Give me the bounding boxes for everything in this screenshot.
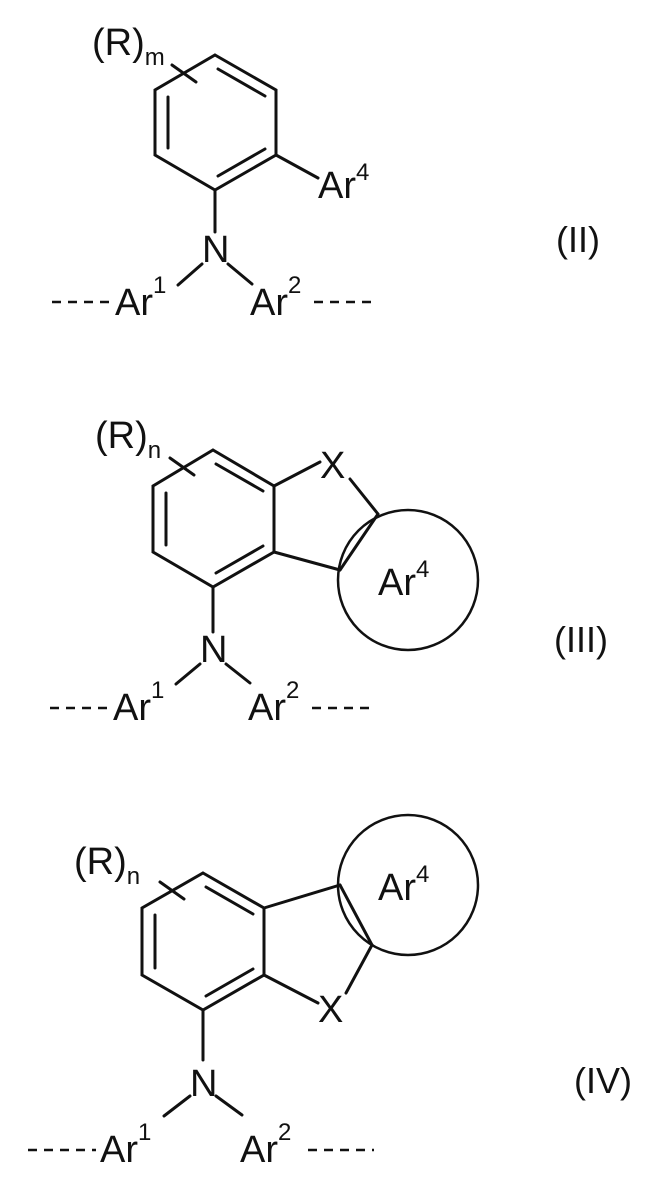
svg-text:(R)n: (R)n [95, 415, 161, 464]
structure-III: (R)n X Ar4 N Ar1 Ar2 (III) [50, 415, 608, 729]
svg-text:Ar1: Ar1 [113, 677, 164, 729]
ar1-sup: 1 [153, 272, 166, 299]
r-index: n [127, 863, 140, 890]
formula-label-IV: (IV) [574, 1060, 632, 1101]
ar4-bond [276, 155, 318, 178]
formula-label-III: (III) [554, 619, 608, 660]
ring-inner-bond [216, 546, 263, 573]
svg-text:(R)m: (R)m [92, 22, 165, 71]
ar4-label: Ar [378, 867, 416, 909]
ar4-sup: 4 [416, 556, 429, 583]
n-ar2-bond [228, 264, 252, 284]
ring-inner-bond [218, 149, 265, 176]
ar2-label: Ar [250, 282, 288, 324]
x-atom: X [320, 445, 345, 487]
ar2-sup: 2 [288, 272, 301, 299]
benzene-ring-II [155, 55, 276, 190]
x-bond [264, 975, 318, 1003]
ar2-sup: 2 [278, 1119, 291, 1146]
ar1-sup: 1 [151, 677, 164, 704]
r-substituent: (R) [92, 22, 145, 64]
ar4-label: Ar [378, 562, 416, 604]
n-ar1-bond [178, 264, 202, 285]
svg-text:Ar4: Ar4 [378, 861, 429, 909]
r-index: m [145, 44, 165, 71]
formula-label-II: (II) [556, 219, 600, 260]
benzene-ring-III [153, 450, 274, 587]
structure-II: (R)m Ar4 N Ar1 Ar2 (II) [52, 22, 600, 324]
ar4-sup: 4 [416, 861, 429, 888]
n-atom: N [202, 229, 229, 271]
ar4-label: Ar [318, 165, 356, 207]
r-index: n [148, 437, 161, 464]
svg-text:Ar2: Ar2 [248, 677, 299, 729]
x-atom: X [318, 989, 343, 1031]
n-ar1-bond [176, 664, 200, 684]
x-bond [350, 479, 378, 514]
ring-inner-bond [218, 69, 265, 96]
x-bond [346, 945, 372, 993]
fused-bond [340, 514, 378, 570]
svg-text:Ar1: Ar1 [115, 272, 166, 324]
ar1-label: Ar [100, 1129, 138, 1171]
n-ar2-bond [226, 664, 250, 683]
svg-text:Ar2: Ar2 [240, 1119, 291, 1171]
ring-inner-bond [206, 969, 253, 996]
x-bond [274, 462, 320, 486]
fused-bond [264, 885, 340, 908]
structure-IV: (R)n X Ar4 N Ar1 Ar2 (IV) [28, 815, 632, 1171]
r-substituent: (R) [74, 841, 127, 883]
svg-text:Ar1: Ar1 [100, 1119, 151, 1171]
ar1-label: Ar [115, 282, 153, 324]
ar2-sup: 2 [286, 677, 299, 704]
ar1-sup: 1 [138, 1119, 151, 1146]
ring-inner-bond [206, 887, 253, 914]
benzene-ring-IV [142, 873, 264, 1010]
fused-bond [274, 552, 340, 570]
ar2-label: Ar [240, 1129, 278, 1171]
n-atom: N [200, 629, 227, 671]
ar4-sup: 4 [356, 159, 369, 186]
ar1-label: Ar [113, 687, 151, 729]
svg-text:Ar2: Ar2 [250, 272, 301, 324]
n-ar1-bond [164, 1096, 190, 1116]
svg-text:(R)n: (R)n [74, 841, 140, 890]
ar2-label: Ar [248, 687, 286, 729]
svg-text:Ar4: Ar4 [318, 159, 369, 207]
svg-text:Ar4: Ar4 [378, 556, 429, 604]
ring-inner-bond [216, 464, 263, 491]
n-ar2-bond [216, 1096, 242, 1115]
r-substituent: (R) [95, 415, 148, 457]
n-atom: N [190, 1063, 217, 1105]
